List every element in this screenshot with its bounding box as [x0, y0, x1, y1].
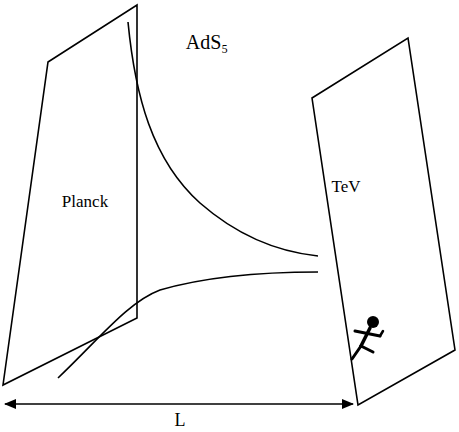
warp-curve [58, 272, 318, 378]
diagram-label: AdS₅ [186, 31, 229, 53]
plane-outline [3, 5, 137, 385]
distance-arrow [5, 403, 353, 404]
plane-label: TeV [331, 178, 360, 197]
plane-outline [312, 38, 455, 405]
warp-curve [128, 22, 318, 256]
plane-outline [311, 37, 457, 411]
label-text: AdS₅ [186, 31, 229, 53]
plane-label: Planck [62, 193, 108, 212]
stick-figure [352, 316, 383, 359]
label-text: L [175, 410, 186, 430]
brane-plane: Planck [3, 5, 138, 389]
diagram-label: L [175, 411, 186, 431]
brane-plane: TeV [311, 37, 457, 411]
